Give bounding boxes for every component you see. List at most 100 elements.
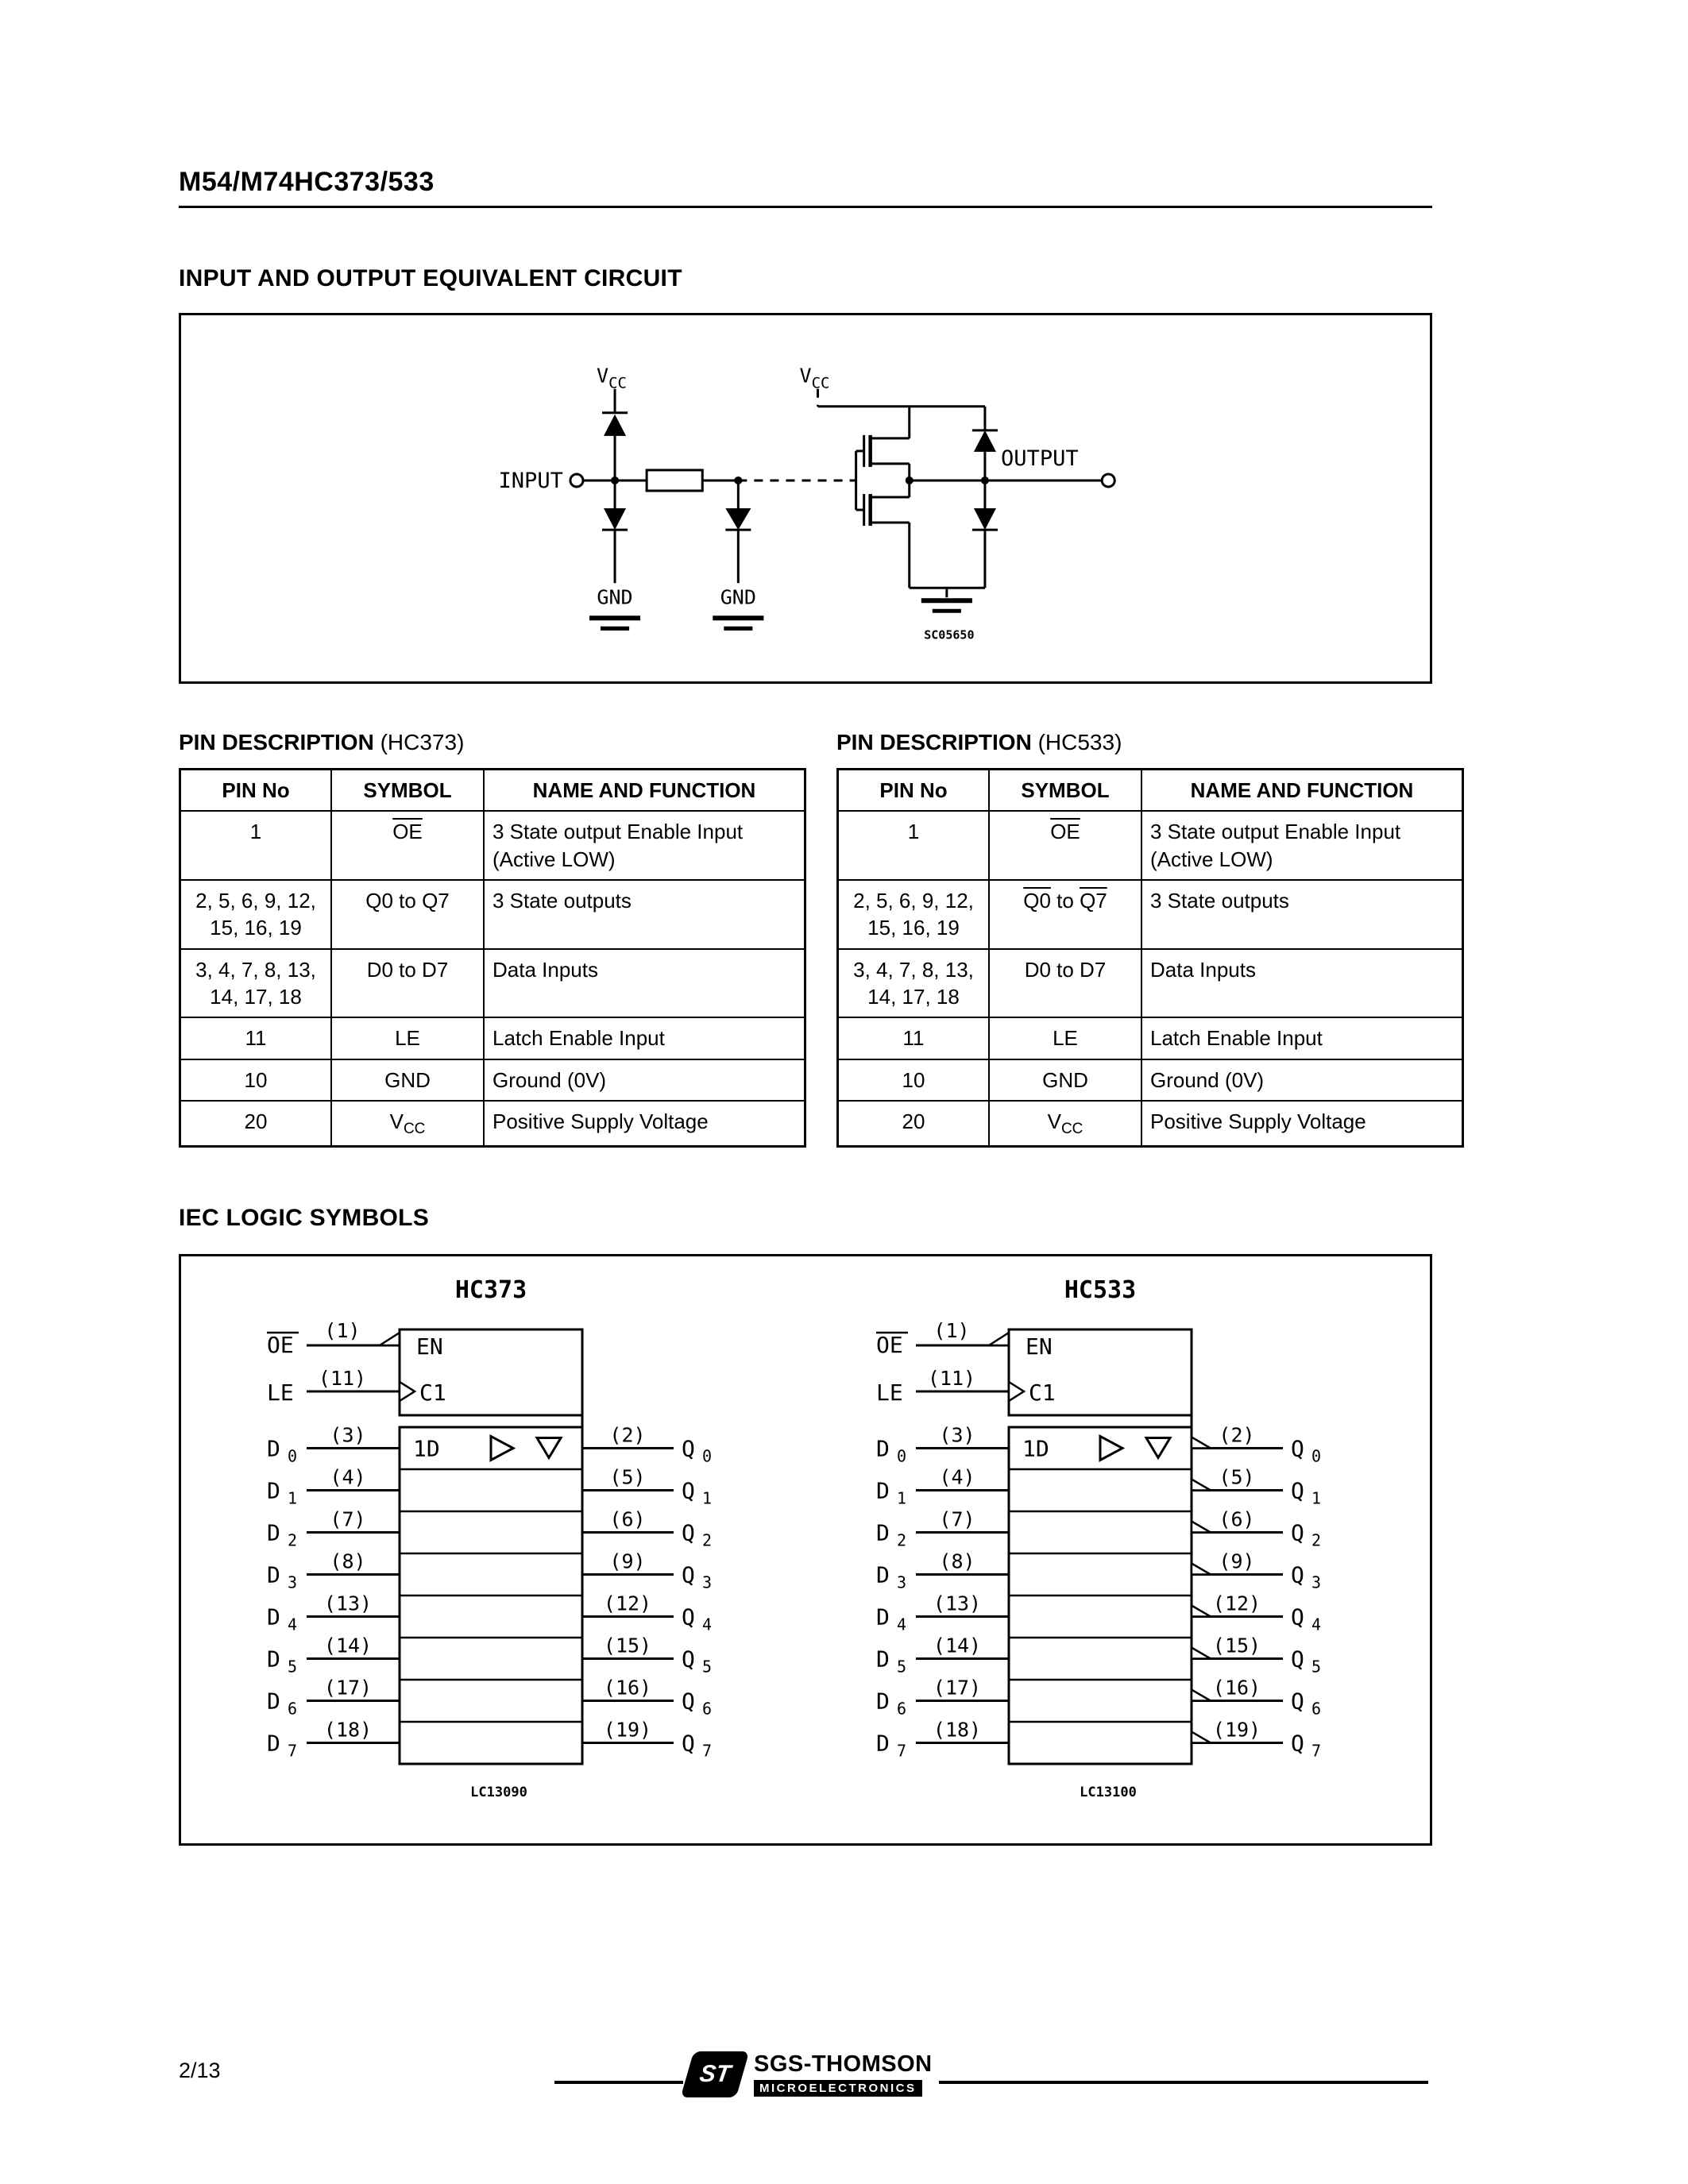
pin-number-cell: 1 [836, 810, 990, 881]
output-terminal [1100, 473, 1116, 488]
data-output-label: Q [1291, 1646, 1304, 1673]
data-input-label: D [876, 1731, 890, 1757]
iec-symbol-title: HC533 [1064, 1276, 1136, 1304]
equivalent-circuit-diagram: INPUT OUTPUT VCC VCC GND GND SC05650 [498, 365, 1116, 642]
input-terminal [569, 473, 585, 488]
junction-dot [734, 476, 743, 484]
pin-number: (13) [933, 1592, 981, 1615]
page-content: M54/M74HC373/533 INPUT AND OUTPUT EQUIVA… [179, 0, 1464, 1846]
pin-number: (17) [933, 1677, 981, 1700]
vcc-label: VCC [597, 365, 627, 392]
function-cell: 3 State outputs [1141, 878, 1464, 950]
diode-to-gnd2-icon [725, 508, 751, 531]
data-input-label: D [267, 1436, 280, 1462]
column-header: PIN No [179, 768, 332, 812]
data-input-index: 7 [897, 1742, 906, 1761]
symbol-cell: D0 to D7 [330, 947, 485, 1019]
data-input-label: D [876, 1520, 890, 1546]
function-cell: 3 State output Enable Input (Active LOW) [483, 810, 806, 881]
pin-number: (14) [933, 1634, 981, 1657]
pin-number: (3) [939, 1424, 975, 1447]
pin-number: (15) [604, 1634, 651, 1657]
c1-label: C1 [419, 1379, 446, 1406]
function-cell: Data Inputs [483, 947, 806, 1019]
pin-number: (18) [324, 1719, 372, 1742]
data-input-label: D [876, 1436, 890, 1462]
pin-number: (4) [939, 1466, 975, 1489]
en-label: EN [1026, 1333, 1053, 1360]
data-output-index: 6 [1311, 1700, 1321, 1719]
pin-number: (6) [609, 1508, 645, 1531]
data-output-index: 6 [702, 1700, 712, 1719]
page-title: M54/M74HC373/533 [179, 0, 1432, 208]
pin-number: (8) [330, 1550, 365, 1573]
data-input-label: D [267, 1731, 280, 1757]
data-input-index: 1 [288, 1489, 297, 1508]
data-input-index: 0 [897, 1447, 906, 1466]
function-cell: Positive Supply Voltage [483, 1099, 806, 1148]
symbol-cell: Q0 to Q7 [988, 878, 1142, 950]
section-title-iec-logic-symbols: IEC LOGIC SYMBOLS [179, 1205, 430, 1232]
figure-code: LC13100 [1080, 1785, 1137, 1800]
symbol-cell: OE [988, 810, 1142, 881]
function-cell: 3 State output Enable Input (Active LOW) [1141, 810, 1464, 881]
data-input-label: D [267, 1604, 280, 1630]
data-output-index: 0 [1311, 1447, 1321, 1466]
pin-number-cell: 2, 5, 6, 9, 12, 15, 16, 19 [836, 878, 990, 950]
data-output-index: 1 [1311, 1489, 1321, 1508]
data-output-index: 4 [702, 1615, 712, 1634]
pin-number: (16) [1213, 1677, 1261, 1700]
pin-number: (6) [1219, 1508, 1254, 1531]
data-input-index: 6 [897, 1700, 906, 1719]
data-output-label: Q [682, 1436, 695, 1462]
pin-number: (2) [609, 1424, 645, 1447]
sgs-thomson-logo: ST SGS-THOMSON MICROELECTRONICS [680, 2051, 933, 2097]
column-header: NAME AND FUNCTION [1141, 768, 1464, 812]
pin-number: (12) [1213, 1592, 1261, 1615]
data-input-label: D [267, 1688, 280, 1715]
pin-number: (15) [1213, 1634, 1261, 1657]
column-header: NAME AND FUNCTION [483, 768, 806, 812]
circuit-wires [582, 388, 1103, 598]
brand-name: SGS-THOMSON [754, 2051, 933, 2077]
en-label: EN [416, 1333, 443, 1360]
pin-number: (12) [604, 1592, 651, 1615]
vcc-label: VCC [799, 365, 829, 392]
gnd-label: GND [597, 585, 632, 608]
data-output-index: 2 [1311, 1531, 1321, 1550]
pin-number: (7) [939, 1508, 975, 1531]
data-output-label: Q [682, 1646, 695, 1673]
pin-number: (2) [1219, 1424, 1254, 1447]
data-input-label: D [267, 1478, 280, 1504]
junction-dot [905, 476, 914, 484]
data-input-label: D [876, 1562, 890, 1588]
pin-number: (1) [933, 1319, 969, 1342]
output-label: OUTPUT [1001, 446, 1079, 471]
data-output-label: Q [682, 1731, 695, 1757]
data-input-index: 4 [288, 1615, 297, 1634]
pin-number: (18) [933, 1719, 981, 1742]
symbol-cell: VCC [988, 1099, 1142, 1148]
input-resistor [645, 469, 704, 492]
data-output-index: 2 [702, 1531, 712, 1550]
pin-number: (11) [928, 1367, 975, 1390]
data-output-label: Q [1291, 1478, 1304, 1504]
data-input-index: 2 [288, 1531, 297, 1550]
pin-number: (17) [324, 1677, 372, 1700]
data-output-label: Q [1291, 1731, 1304, 1757]
pin-number: (19) [1213, 1719, 1261, 1742]
junction-dot [611, 476, 620, 484]
pin-number-cell: 10 [836, 1058, 990, 1102]
